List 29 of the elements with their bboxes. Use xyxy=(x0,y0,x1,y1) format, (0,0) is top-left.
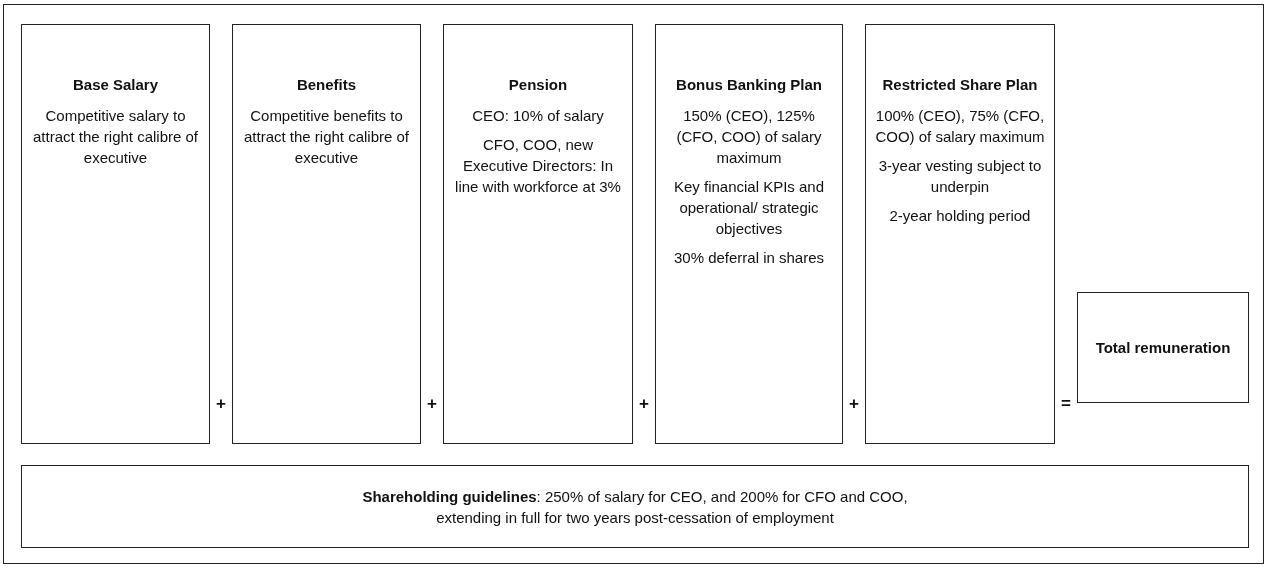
card-text: Competitive salary to attract the right calibre of executive xyxy=(31,106,200,168)
card-text: 2-year holding period xyxy=(888,206,1032,226)
result-box xyxy=(1077,292,1249,403)
card-text: Competitive benefits to attract the right calibre of executive xyxy=(242,106,411,168)
operator-sign: + xyxy=(848,394,860,414)
card-heading: Restricted Share Plan xyxy=(882,75,1038,95)
component-card xyxy=(655,24,843,444)
card-heading: Benefits xyxy=(296,75,357,95)
guidelines-text: Shareholding guidelines: 250% of salary for CEO, and 200% for CFO and COO, extending in full for two years post-cessation of employment xyxy=(361,486,909,528)
guidelines-box xyxy=(21,465,1249,548)
card-text: 150% (CEO), 125% (CFO, COO) of salary maximum xyxy=(675,106,823,168)
card-text: CFO, COO, new Executive Directors: In line with workforce at 3% xyxy=(454,135,622,197)
card-text: Key financial KPIs and operational/ strategic objectives xyxy=(672,177,826,239)
card-text: 3-year vesting subject to underpin xyxy=(877,156,1043,197)
card-text: CEO: 10% of salary xyxy=(471,106,605,126)
operator-sign: + xyxy=(215,394,227,414)
component-card xyxy=(443,24,633,444)
component-card xyxy=(21,24,210,444)
card-heading: Bonus Banking Plan xyxy=(676,75,822,95)
component-card xyxy=(232,24,421,444)
component-card xyxy=(865,24,1055,444)
card-text: 100% (CEO), 75% (CFO, COO) of salary maximum xyxy=(874,106,1046,147)
card-text: 30% deferral in shares xyxy=(672,248,826,268)
card-heading: Pension xyxy=(508,75,568,95)
operator-sign: = xyxy=(1060,394,1072,414)
operator-sign: + xyxy=(638,394,650,414)
card-heading: Base Salary xyxy=(72,75,159,95)
operator-sign: + xyxy=(426,394,438,414)
result-label: Total remuneration xyxy=(1095,338,1231,358)
